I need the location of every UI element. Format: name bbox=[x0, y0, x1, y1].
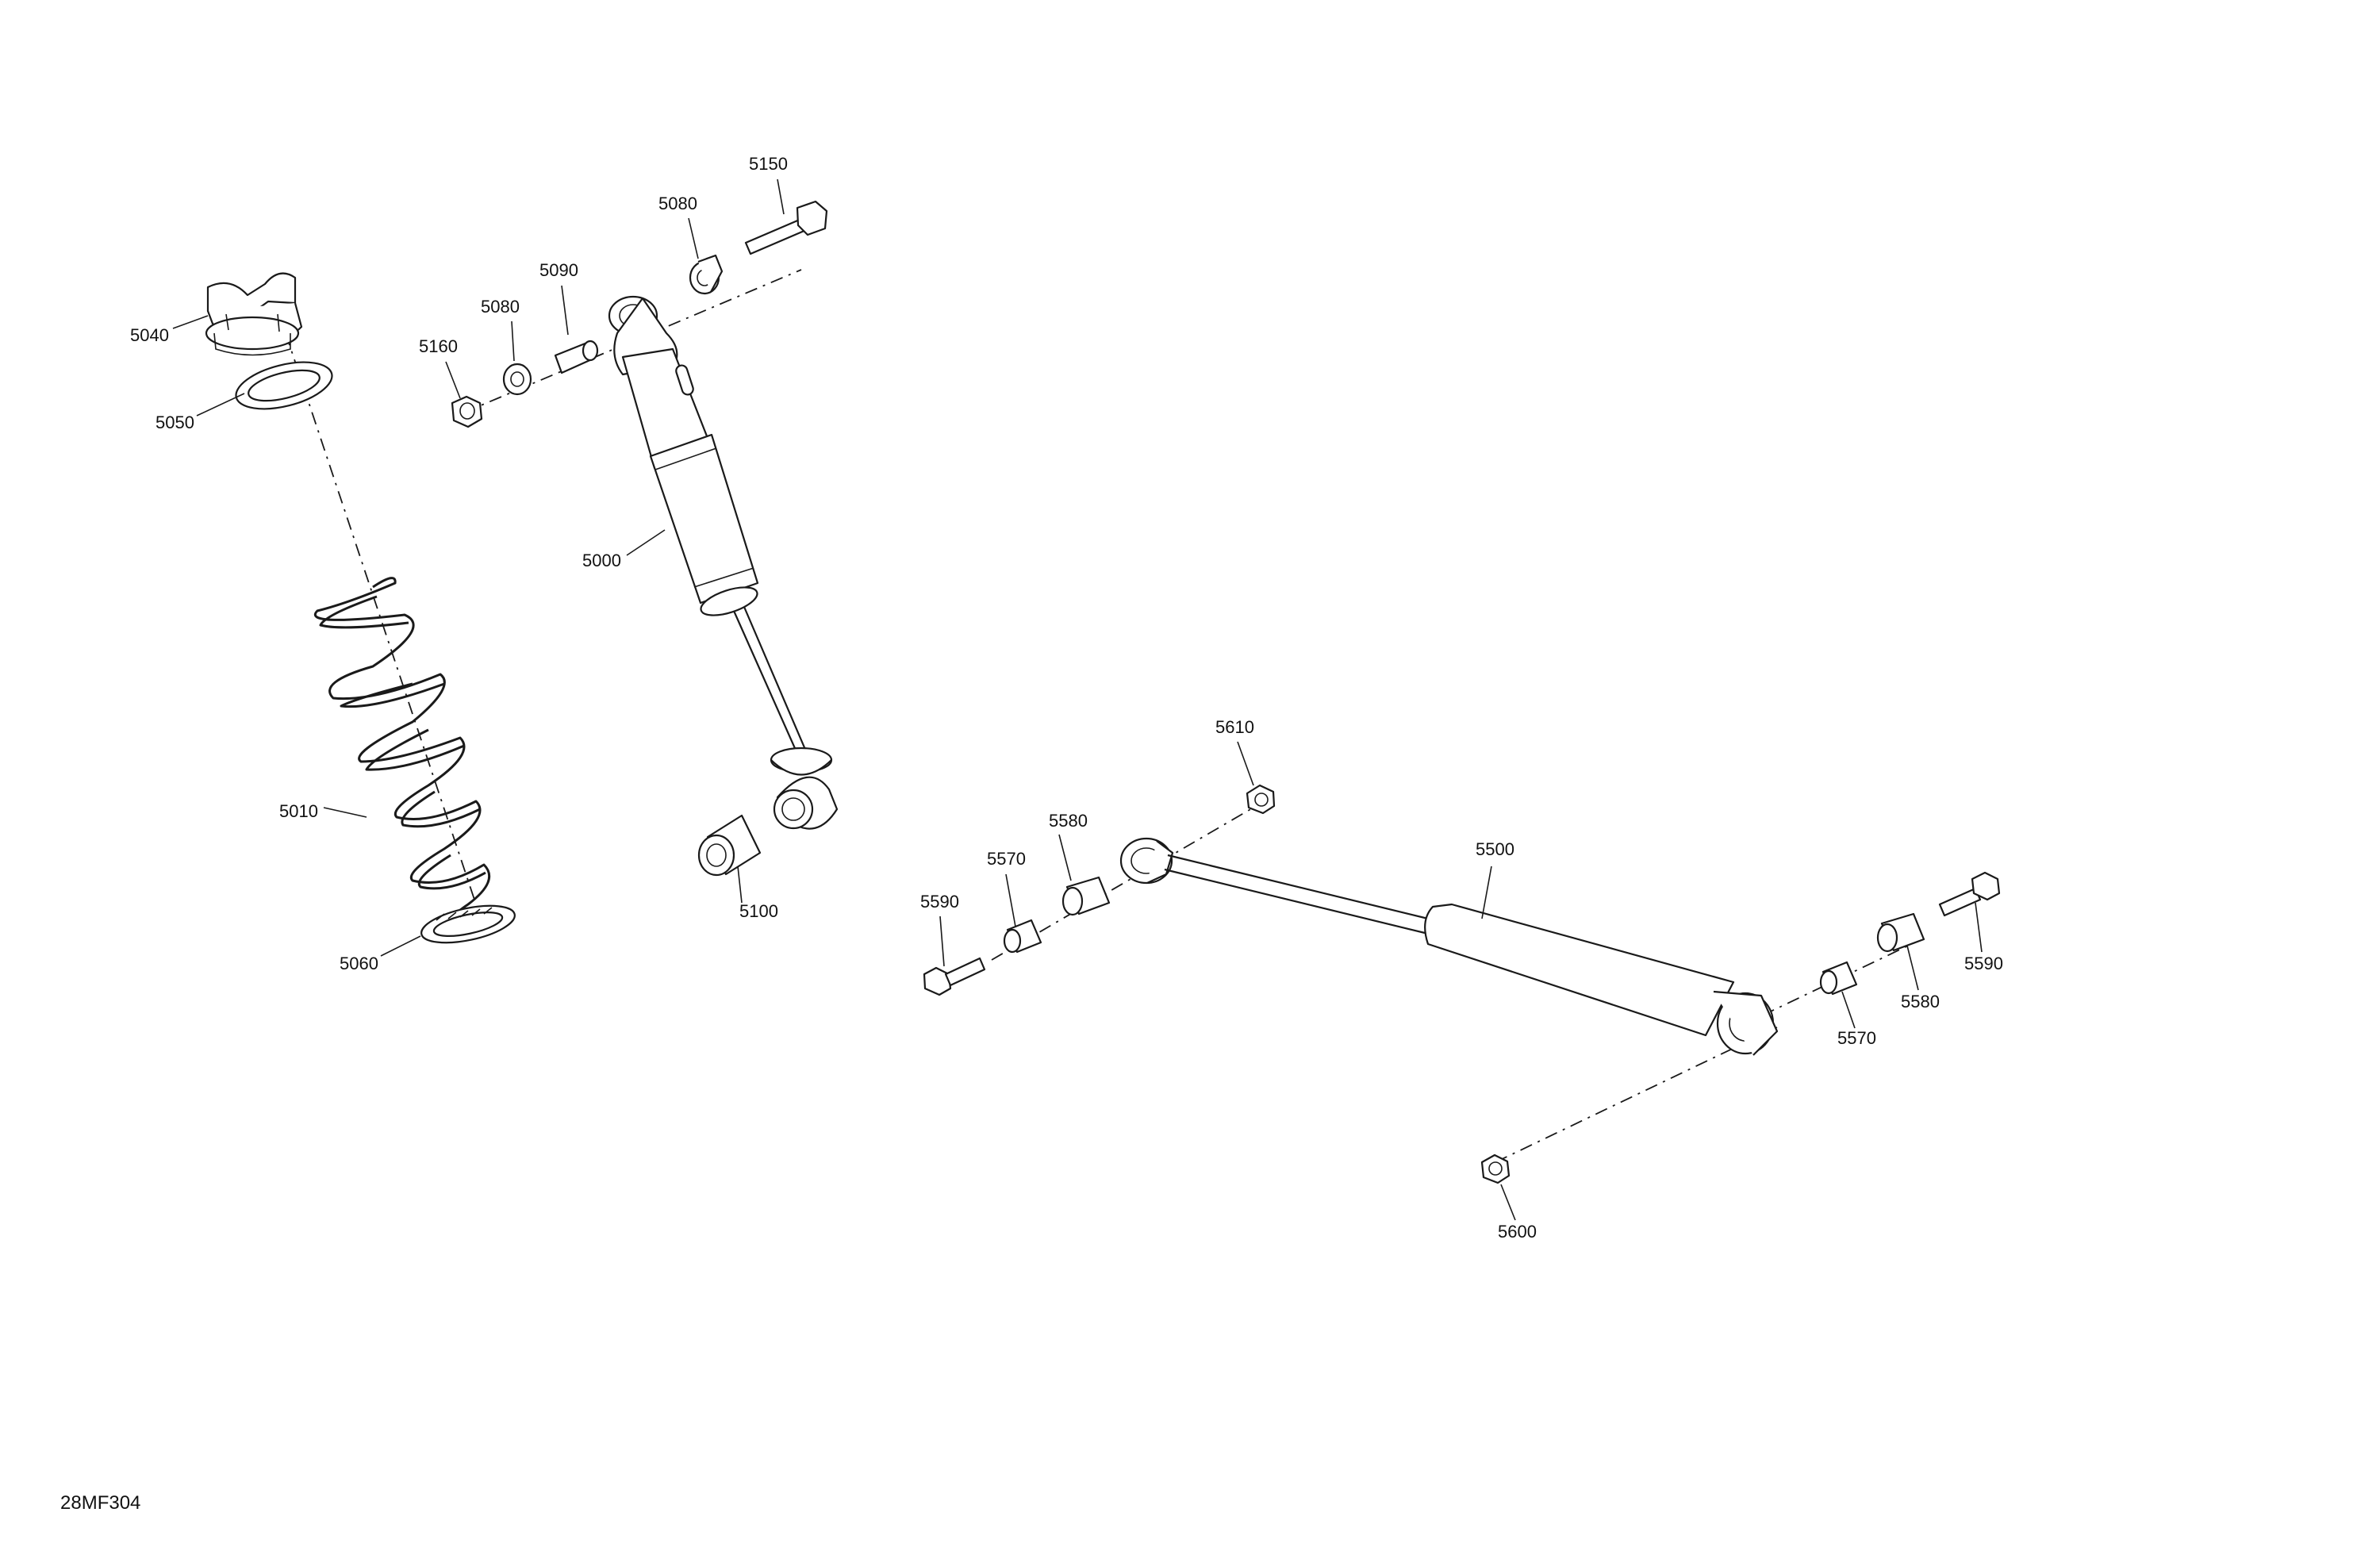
spacer-5570-left bbox=[1003, 919, 1042, 954]
callout-5060: 5060 bbox=[340, 954, 378, 973]
callout-5580-left: 5580 bbox=[1049, 811, 1088, 831]
callout-5080-left: 5080 bbox=[481, 297, 520, 317]
leader-lines bbox=[172, 178, 1983, 1221]
bolt-5150 bbox=[744, 200, 828, 255]
callout-5160: 5160 bbox=[419, 336, 458, 356]
callout-5570-right: 5570 bbox=[1837, 1028, 1876, 1048]
callout-5590-right: 5590 bbox=[1964, 954, 2003, 973]
bushing-5080-top bbox=[689, 254, 724, 295]
callout-5150: 5150 bbox=[749, 154, 788, 174]
spacer-ring-5050 bbox=[235, 361, 333, 410]
callout-5080-top: 5080 bbox=[658, 194, 697, 213]
bushing-5100 bbox=[697, 814, 762, 877]
spring-stopper-5060 bbox=[420, 904, 516, 944]
callout-5610: 5610 bbox=[1215, 717, 1254, 737]
callout-5600: 5600 bbox=[1498, 1222, 1537, 1242]
callout-labels: 5150 5080 5090 5080 5160 5040 5050 5000 … bbox=[130, 154, 2003, 1242]
shock-absorber-5000 bbox=[608, 295, 839, 830]
callout-5570-left: 5570 bbox=[987, 849, 1026, 869]
nut-5600 bbox=[1480, 1153, 1511, 1184]
spring-seat-5040 bbox=[205, 272, 303, 356]
nut-5160 bbox=[451, 395, 483, 428]
callout-5100: 5100 bbox=[739, 901, 778, 921]
nut-5610 bbox=[1246, 784, 1276, 815]
figure-reference: 28MF304 bbox=[60, 1492, 140, 1514]
assembly-centerlines bbox=[285, 269, 1921, 1163]
bushing-5080-left bbox=[502, 363, 532, 396]
callout-5050: 5050 bbox=[155, 413, 194, 432]
callout-5090: 5090 bbox=[539, 260, 578, 280]
bolt-5590-left bbox=[923, 957, 986, 996]
bushing-5580-right bbox=[1876, 912, 1925, 953]
steering-damper-5500 bbox=[1119, 837, 1779, 1056]
callout-5590-left: 5590 bbox=[920, 892, 959, 912]
callout-5040: 5040 bbox=[130, 325, 169, 345]
bushing-5580-left bbox=[1061, 876, 1111, 916]
spacer-5570-right bbox=[1819, 961, 1858, 996]
callout-5010: 5010 bbox=[279, 801, 318, 821]
callout-5000: 5000 bbox=[582, 551, 621, 570]
bolt-5590-right bbox=[1938, 871, 2001, 917]
callout-5580-right: 5580 bbox=[1901, 992, 1940, 1011]
coil-spring-5010 bbox=[314, 577, 491, 929]
sleeve-5090 bbox=[554, 340, 599, 374]
callout-5500: 5500 bbox=[1476, 839, 1514, 859]
